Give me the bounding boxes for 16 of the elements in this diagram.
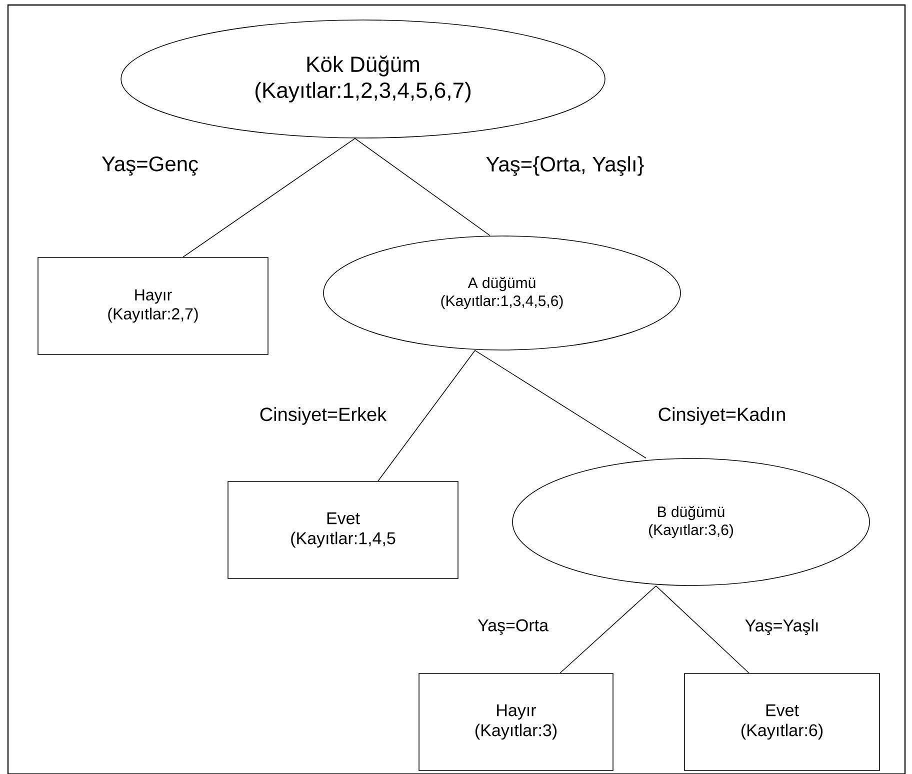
branch-line — [354, 138, 490, 236]
branch-line — [378, 350, 476, 482]
leaf-box: Hayır (Kayıtlar:3) — [418, 673, 614, 771]
edge-label: Cinsiyet=Erkek — [258, 406, 388, 426]
edge-label: Cinsiyet=Kadın — [656, 406, 788, 426]
edge-label: Yaş=Genç — [100, 155, 200, 177]
edge-label: Yaş=Orta — [476, 618, 550, 636]
leaf-box: Evet (Kayıtlar:6) — [684, 673, 880, 771]
branch-line — [474, 350, 646, 458]
branch-line — [656, 586, 750, 674]
leaf-box: Hayır (Kayıtlar:2,7) — [38, 257, 268, 355]
branch-line — [182, 138, 356, 258]
edge-label: Yaş=Yaşlı — [744, 618, 820, 636]
edge-label: Yaş={Orta, Yaşlı} — [484, 155, 646, 177]
leaf-box: Evet (Kayıtlar:1,4,5 — [228, 481, 458, 579]
branch-line — [560, 586, 656, 674]
